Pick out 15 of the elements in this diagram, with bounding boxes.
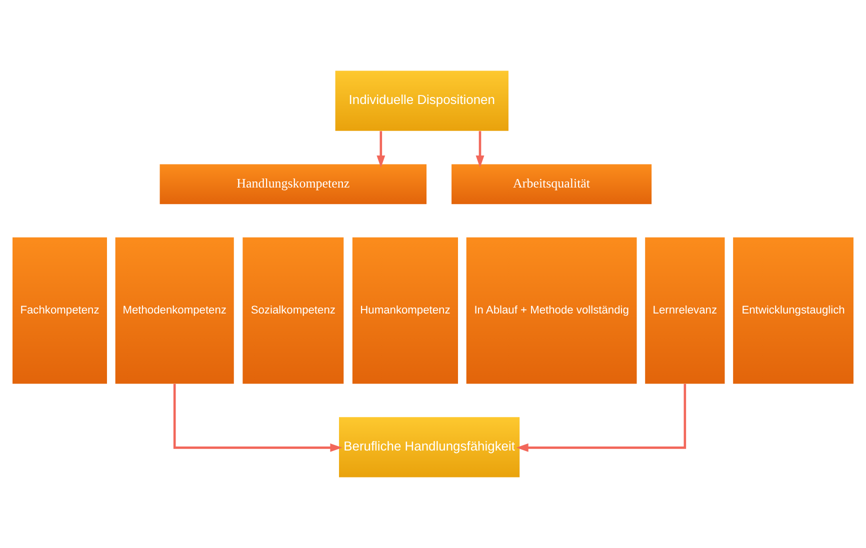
arrow <box>173 384 342 452</box>
node-box: In Ablauf + Methode vollständig <box>466 237 637 384</box>
arrow <box>476 131 484 168</box>
node-box: Sozialkompetenz <box>242 237 344 384</box>
node-box: Entwicklungstauglich <box>733 237 854 384</box>
node-box: Methodenkompetenz <box>115 237 234 384</box>
arrow <box>376 131 386 168</box>
node-box: Lernrelevanz <box>645 237 725 384</box>
node-box: Berufliche Handlungsfähigkeit <box>339 417 520 478</box>
node-box: Handlungskompetenz <box>160 164 427 204</box>
node-box: Humankompetenz <box>352 237 458 384</box>
node-box: Fachkompetenz <box>12 237 107 384</box>
node-box: Individuelle Dispositionen <box>335 70 508 131</box>
node-box: Arbeitsqualität <box>452 164 652 204</box>
arrow <box>516 384 686 452</box>
